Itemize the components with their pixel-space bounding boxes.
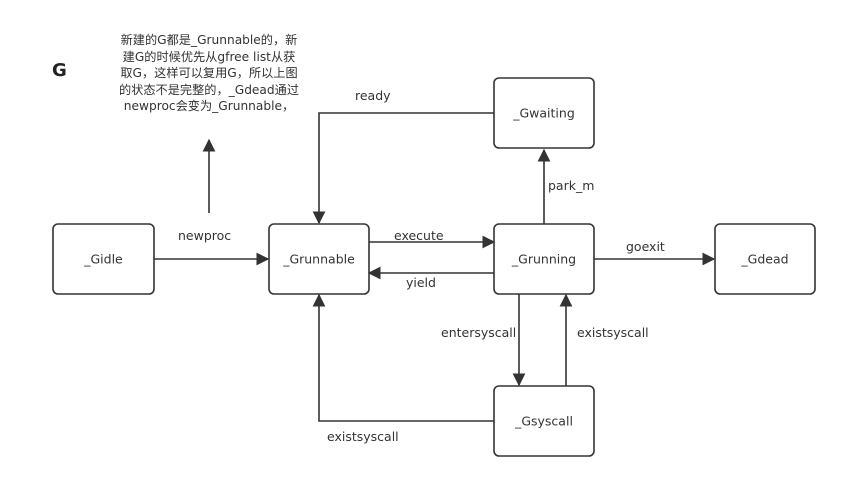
diagram-title: G: [52, 60, 67, 81]
node-grunnable-label: _Grunnable: [282, 252, 355, 267]
note-line: 的状态不是完整的，_Gdead通过: [118, 82, 300, 97]
node-gwaiting: _Gwaiting: [493, 77, 595, 149]
note-text: 新建的G都是_Grunnable的，新 建G的时候优先从gfree list从获…: [110, 32, 308, 115]
note-line: 取G，这样可以复用G，所以上图: [120, 66, 298, 81]
yield-label: yield: [406, 275, 436, 290]
entersyscall-label: entersyscall: [441, 325, 516, 340]
existsyscall-up-label: existsyscall: [577, 325, 649, 340]
newproc-label: newproc: [178, 228, 231, 243]
node-gsyscall-label: _Gsyscall: [514, 414, 573, 429]
note-line: newproc会变为_Grunnable，: [123, 99, 295, 114]
note-line: 建G的时候优先从gfree list从获: [122, 49, 296, 64]
ready-label: ready: [355, 88, 391, 103]
node-gidle: _Gidle: [52, 223, 155, 295]
ready-arrow: [312, 112, 494, 225]
node-gidle-label: _Gidle: [83, 252, 123, 267]
park-m-label: park_m: [548, 178, 594, 193]
note-line: 新建的G都是_Grunnable的，新: [120, 33, 298, 47]
node-gsyscall: _Gsyscall: [493, 385, 595, 457]
execute-label: execute: [394, 228, 444, 243]
node-grunnable: _Grunnable: [268, 223, 370, 295]
node-gdead-label: _Gdead: [740, 252, 788, 267]
node-gwaiting-label: _Gwaiting: [512, 106, 575, 121]
existsyscall-back-label: existsyscall: [327, 429, 399, 444]
existsyscall-back-arrow: [312, 293, 494, 422]
node-grunning-label: _Grunning: [511, 252, 576, 267]
node-gdead: _Gdead: [714, 223, 816, 295]
node-grunning: _Grunning: [493, 223, 595, 295]
goexit-label: goexit: [626, 239, 665, 254]
